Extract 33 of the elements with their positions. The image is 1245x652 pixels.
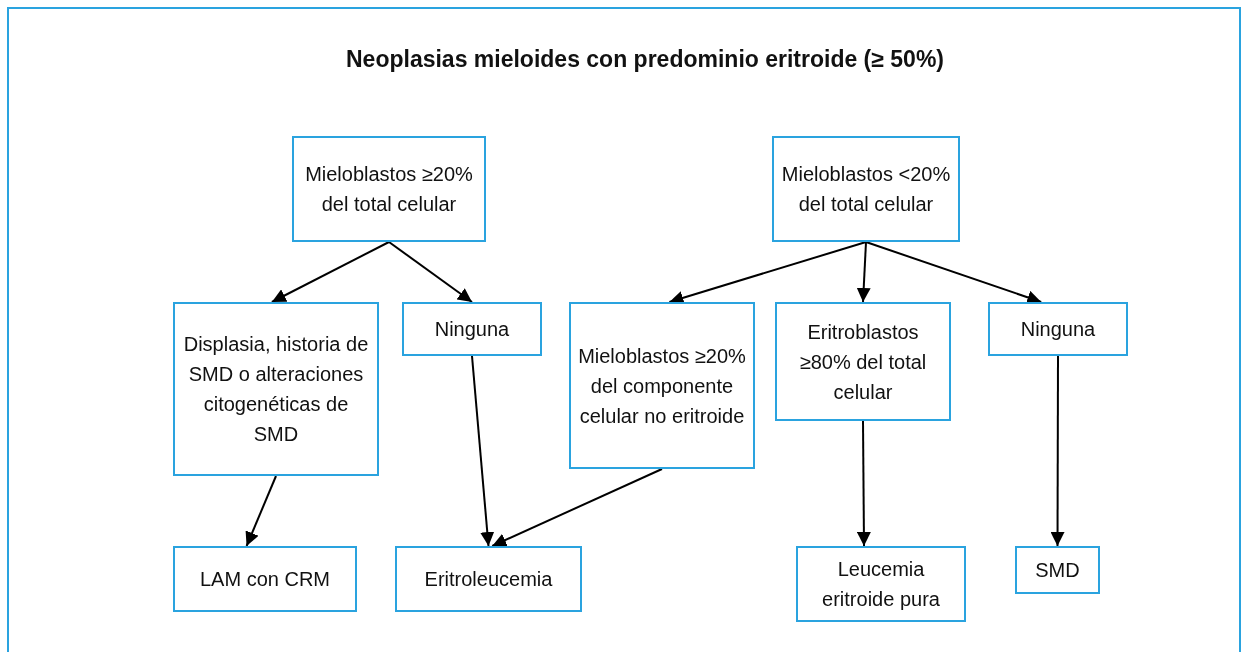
process-box: [775, 302, 951, 421]
node-text: LAM con CRM: [200, 567, 330, 592]
arrow: [245, 475, 277, 547]
node-text: Displasia, historia de SMD o alteraciones citogenéticas de SMD: [182, 332, 370, 447]
arrow: [856, 241, 871, 303]
arrow: [668, 241, 867, 305]
node-text: Eritroblastos ≥80% del total celular: [798, 319, 928, 405]
process-box: [772, 136, 960, 242]
process-box: [173, 302, 379, 476]
node-text: SMD: [1035, 558, 1080, 583]
arrow: [471, 355, 495, 547]
arrow: [270, 241, 390, 303]
process-box: [569, 302, 755, 469]
arrow: [1050, 355, 1065, 547]
process-box: [173, 546, 357, 612]
node-text: Mieloblastos <20% del total celular: [780, 162, 952, 217]
node-text: Mieloblastos ≥20% del componente celular no eritroide: [577, 343, 747, 429]
process-box: [988, 302, 1128, 356]
arrow: [491, 468, 663, 547]
node-text: Leucemia eritroide pura: [821, 557, 941, 612]
process-box: [395, 546, 582, 612]
process-box: [1015, 546, 1100, 594]
process-box: [796, 546, 966, 622]
node-text: Ninguna: [1020, 317, 1096, 342]
process-box: [292, 136, 486, 242]
node-text: Ninguna: [434, 317, 510, 342]
arrow: [388, 241, 473, 303]
title: Neoplasias mieloides con predominio eritroide (≥ 50%): [345, 45, 945, 74]
arrow: [865, 241, 1043, 305]
arrow: [856, 420, 871, 547]
node-text: Mieloblastos ≥20% del total celular: [304, 162, 474, 217]
node-text: Eritroleucemia: [424, 567, 553, 592]
process-box: [402, 302, 542, 356]
